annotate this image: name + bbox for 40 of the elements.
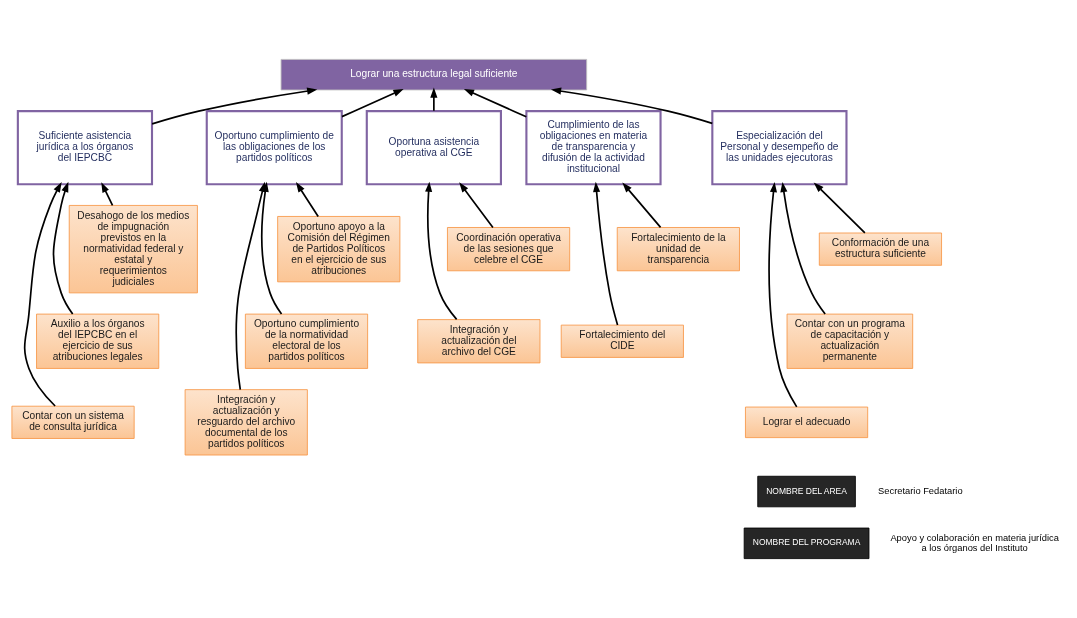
arrow [52,181,74,315]
node-box: Contar con un sistema de consulta jurídica [11,405,135,439]
node-box: Fortalecimiento de la unidad de transparencia [616,227,740,272]
arrow [593,181,619,326]
label: Apoyo y colaboración en materia jurídica a los órganos del Instituto [890,532,1059,553]
node-box: Desahogo de los medios de impugnación previstos en la normatividad federal y estatal y requerimientos judiciales [68,205,198,294]
arrow [622,182,662,229]
arrow [235,181,266,391]
node-box: Lograr una estructura legal suficiente [280,58,588,91]
node-box: Coordinación operativa de las sesiones que celebre el CGE [447,227,571,272]
node-box: Oportuna asistencia operativa al CGE [365,110,502,186]
node-box: Especialización del Personal y desempeño de las unidades ejecutoras [711,110,848,186]
node-box: Lograr el adecuado [745,406,869,439]
node-box: Conformación de una estructura suficiente [818,232,942,266]
label: Secretario Fedatario [878,485,963,496]
arrow [768,182,798,408]
label: NOMBRE DEL AREA [766,485,847,496]
arrow [430,87,438,112]
arrow [101,182,114,207]
node-box: Integración y actualización y resguardo del archivo documental de los partidos políticos [184,389,308,456]
node-box: Contar con un programa de capacitación y actualización permanente [786,313,914,369]
node-box: Oportuno cumplimiento de las obligaciones de los partidos políticos [205,110,343,186]
arrow [151,87,318,125]
arrow [425,181,458,321]
arrow [341,89,404,118]
node-box: Oportuno apoyo a la Comisión del Régimen de Partidos Políticos en el ejercicio de sus atribuciones [277,216,401,283]
arrow [463,88,528,118]
arrow [813,182,866,234]
node-box: Suficiente asistencia jurídica a los órganos del IEPCBC [16,110,154,186]
arrow [780,181,826,315]
node-box: Fortalecimiento del CIDE [560,324,684,358]
arrow [459,182,494,229]
arrow [295,182,320,218]
node-box: Oportuno cumplimiento de la normatividad electoral de los partidos políticos [244,313,369,369]
label: NOMBRE DEL PROGRAMA [752,537,861,548]
arrow [23,182,62,407]
arrow [550,87,714,125]
node-box: Integración y actualización del archivo del CGE [417,319,541,364]
node-box: Auxilio a los órganos del IEPCBC en el ejercicio de sus atribuciones legales [36,313,160,369]
node-box: Cumplimiento de las obligaciones en materia de transparencia y difusión de la actividad institucional [525,110,662,186]
